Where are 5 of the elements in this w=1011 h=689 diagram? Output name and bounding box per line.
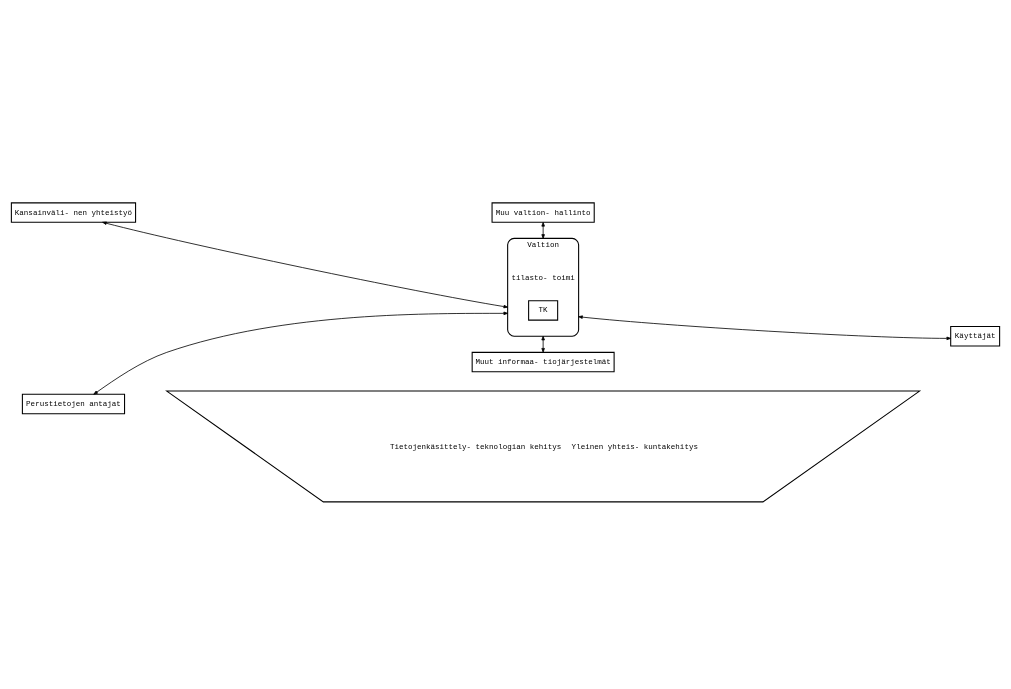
arrow [578, 315, 952, 341]
arrow [102, 221, 509, 309]
arrow [93, 311, 509, 395]
arrow [541, 221, 545, 239]
arrow [541, 335, 545, 353]
